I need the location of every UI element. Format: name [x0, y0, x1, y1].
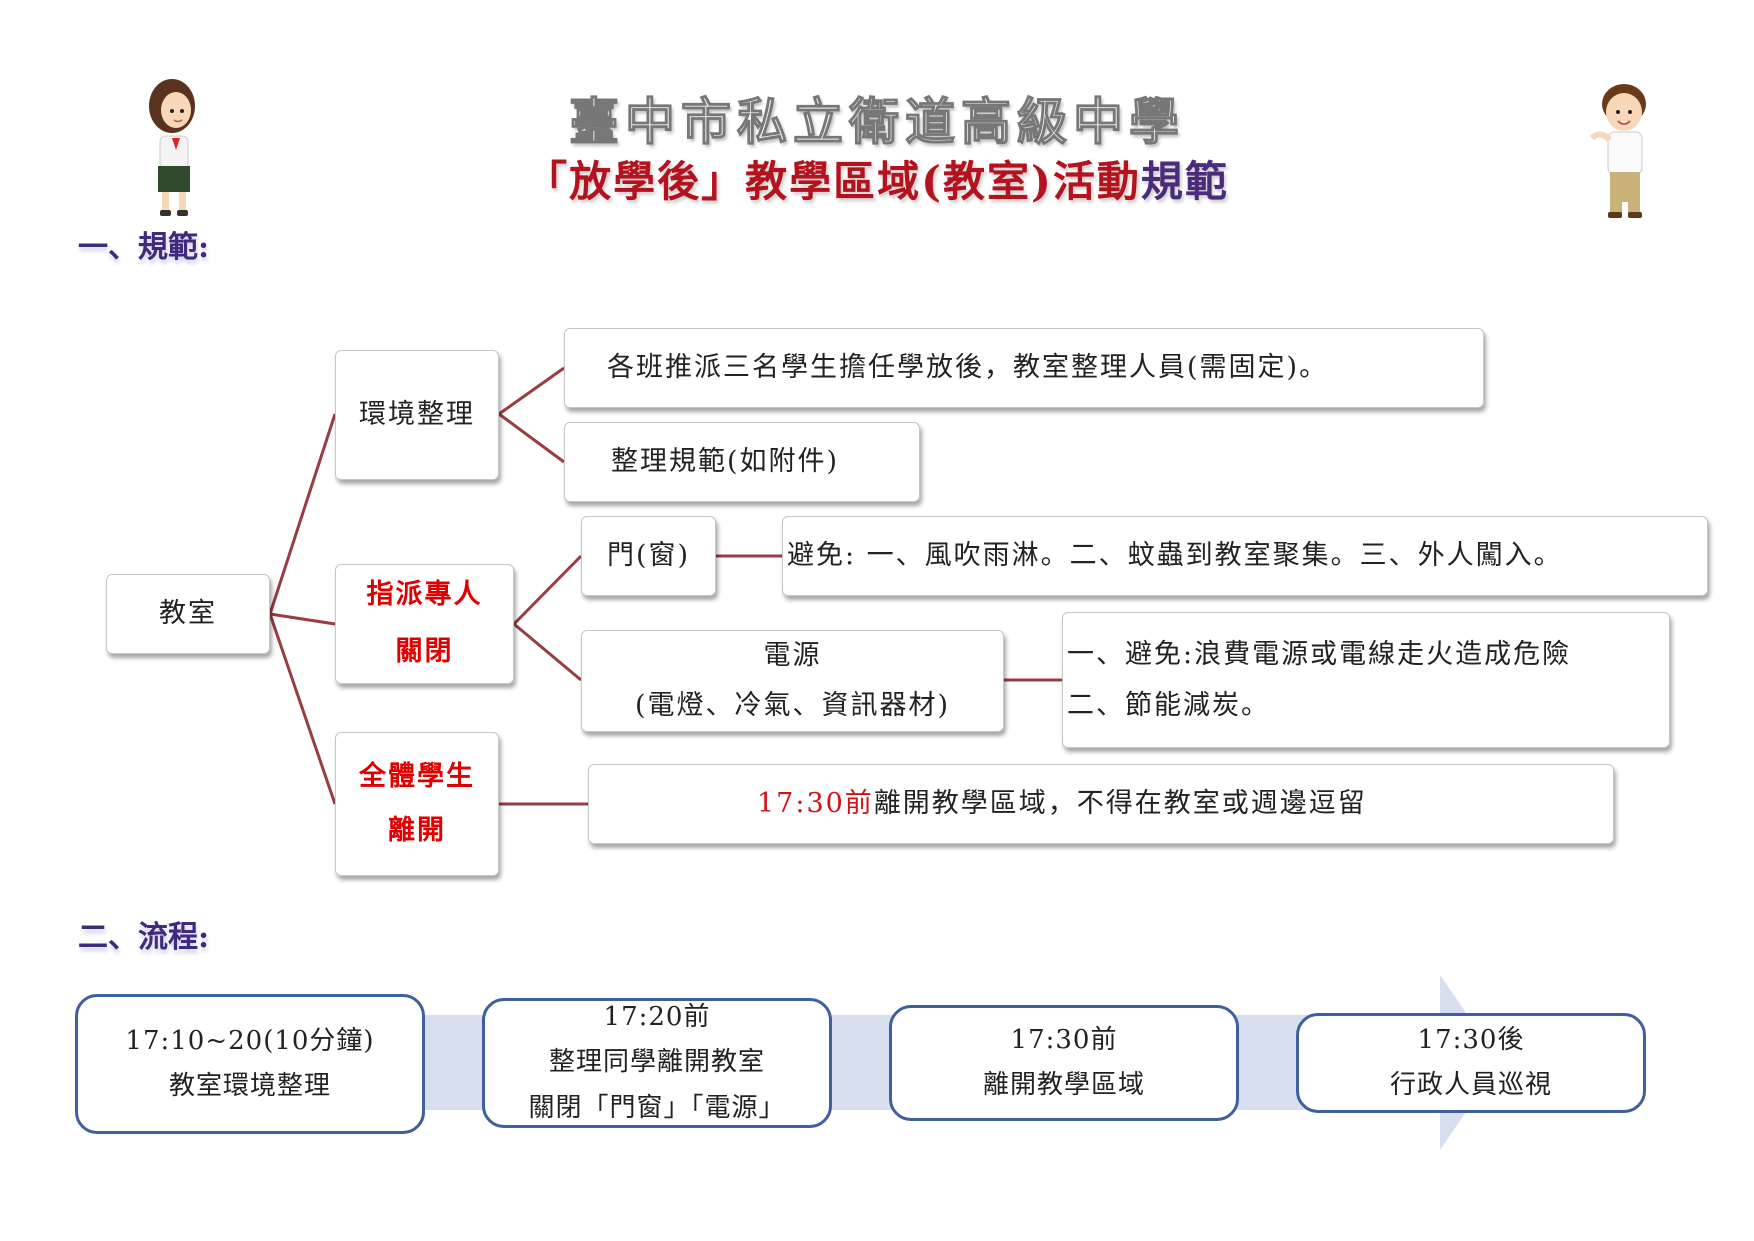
- section-process-heading: 二、流程:: [78, 920, 210, 955]
- section-rules-heading: 一、規範:: [78, 230, 210, 265]
- environment-item-1: 各班推派三名學生擔任學放後，教室整理人員(需固定)。: [564, 328, 1484, 408]
- door-window-box: 門(窗): [581, 516, 716, 596]
- flow-step-2: 17:20前 整理同學離開教室 關閉「門窗」「電源」: [482, 998, 832, 1128]
- door-window-note-box: 避免: 一、風吹雨淋。二、蚊蟲到教室聚集。三、外人闖入。: [782, 516, 1708, 596]
- leave-note-box: 17:30前離開教學區域，不得在教室或週邊逗留: [588, 764, 1614, 844]
- flow-step-4-time: 17:30後: [1417, 1024, 1525, 1055]
- branch-leave-line1: 全體學生: [359, 761, 475, 792]
- root-label: 教室: [159, 598, 217, 630]
- branch-leave-box: 全體學生 離開: [335, 732, 499, 876]
- flow-step-2-text: 整理同學離開教室: [548, 1047, 765, 1078]
- door-window-label: 門(窗): [606, 540, 691, 572]
- power-note-line1: 一、避免:浪費電源或電線走火造成危險: [1067, 638, 1572, 670]
- power-box: 電源 (電燈、冷氣、資訊器材): [581, 630, 1004, 732]
- flow-step-2-text2: 關閉「門窗」「電源」: [528, 1092, 786, 1123]
- boy-student-illustration: [1589, 84, 1646, 218]
- environment-item-2: 整理規範(如附件): [564, 422, 920, 502]
- tree-connectors: [268, 366, 1062, 806]
- branch-assign-line2: 關閉: [395, 636, 454, 667]
- leave-note-rest: 離開教學區域，不得在教室或週邊逗留: [873, 788, 1367, 820]
- girl-student-illustration: [149, 79, 195, 216]
- flow-step-1-text: 教室環境整理: [168, 1071, 331, 1101]
- power-note-box: 一、避免:浪費電源或電線走火造成危險 二、節能減炭。: [1062, 612, 1670, 748]
- environment-item-1-text: 各班推派三名學生擔任學放後，教室整理人員(需固定)。: [607, 352, 1329, 384]
- flow-step-1-time: 17:10~20(10分鐘): [125, 1025, 375, 1056]
- page-title: 「放學後」教學區域(教室)活動規範: [0, 148, 1754, 209]
- flow-step-4: 17:30後 行政人員巡視: [1296, 1013, 1646, 1113]
- leave-note-text: 17:30前離開教學區域，不得在教室或週邊逗留: [757, 781, 1367, 827]
- page-title-main: 「放學後」教學區域(教室)活動: [525, 157, 1141, 206]
- branch-environment-box: 環境整理: [335, 350, 499, 480]
- flow-step-3: 17:30前 離開教學區域: [889, 1005, 1239, 1121]
- branch-assign-box: 指派專人 關閉: [335, 564, 514, 684]
- leave-note-time: 17:30前: [757, 788, 874, 820]
- flow-step-1: 17:10~20(10分鐘) 教室環境整理: [75, 994, 425, 1134]
- branch-environment-label: 環境整理: [359, 399, 475, 431]
- flow-step-3-time: 17:30前: [1010, 1024, 1118, 1055]
- environment-item-2-text: 整理規範(如附件): [611, 446, 840, 478]
- power-line2: (電燈、冷氣、資訊器材): [634, 690, 951, 721]
- flow-step-4-text: 行政人員巡視: [1389, 1070, 1552, 1100]
- power-note-line2: 二、節能減炭。: [1067, 690, 1270, 721]
- door-window-note: 避免: 一、風吹雨淋。二、蚊蟲到教室聚集。三、外人闖入。: [787, 540, 1563, 572]
- flow-step-2-time: 17:20前: [603, 1001, 711, 1032]
- school-title: 臺中市私立衛道高級中學: [568, 91, 1185, 151]
- flow-step-3-text: 離開教學區域: [982, 1070, 1145, 1100]
- branch-leave-line2: 離開: [388, 815, 446, 846]
- branch-assign-line1: 指派專人: [366, 579, 483, 611]
- page-title-tail: 規範: [1140, 157, 1229, 206]
- root-classroom-box: 教室: [106, 574, 270, 654]
- power-line1: 電源: [763, 640, 822, 672]
